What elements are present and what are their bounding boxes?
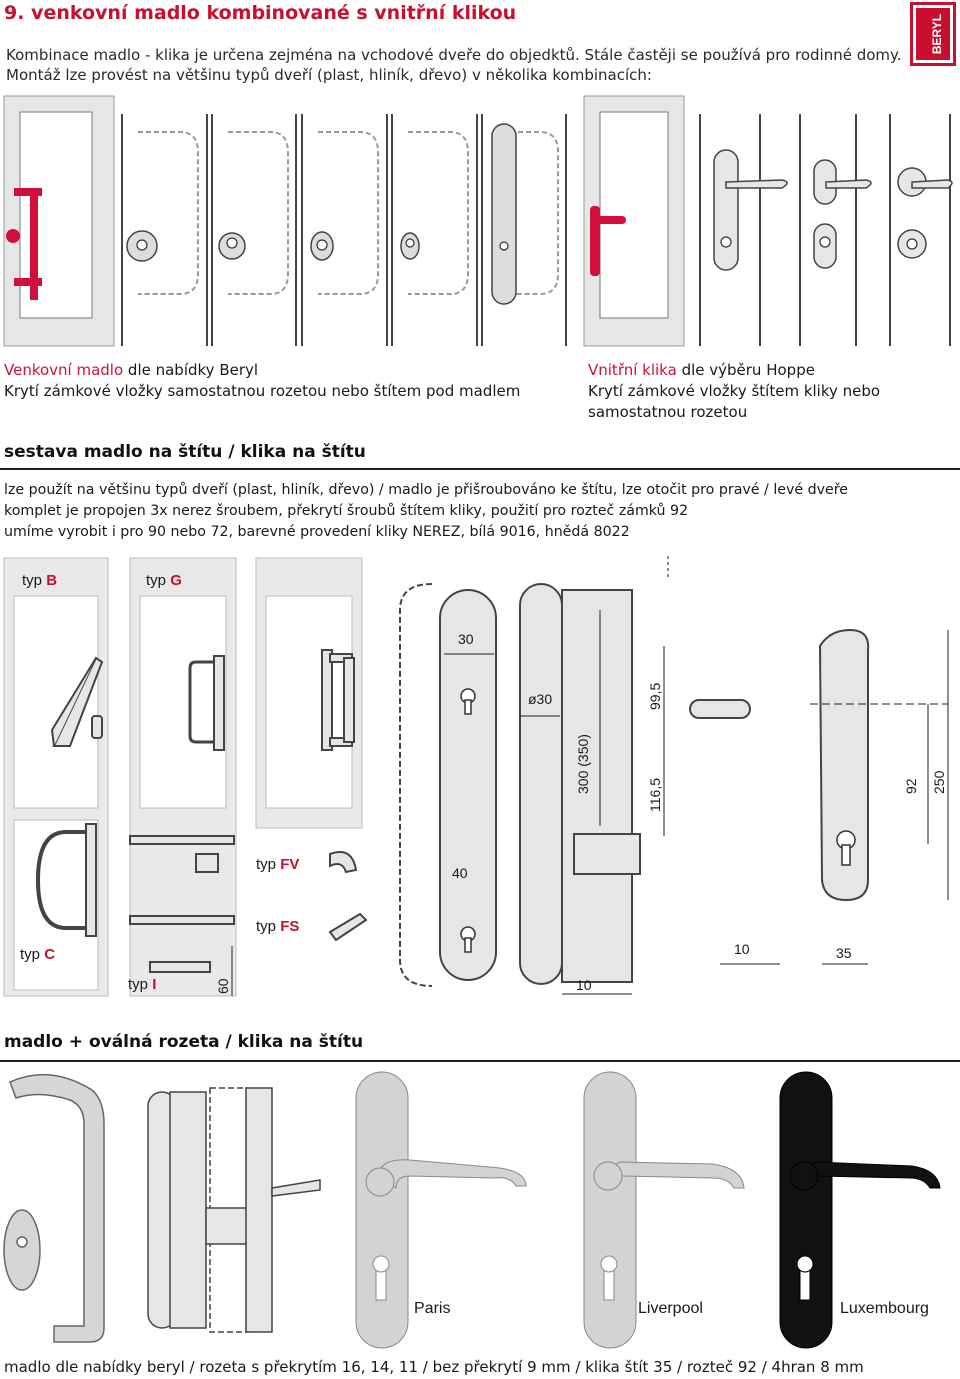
interior-caption-line2: Krytí zámkové vložky štítem kliky nebo (588, 382, 881, 400)
dim-300: 300 (350) (575, 734, 591, 794)
type-i-handle (321, 649, 355, 751)
pull-handle (3, 1073, 105, 1343)
beryl-logo: BERYL (910, 2, 956, 66)
dim-35: 35 (836, 945, 852, 961)
products-illustration (3, 1071, 941, 1349)
interior-caption-line3: samostatnou rozetou (588, 403, 748, 421)
dim-40: 40 (452, 865, 468, 881)
section-2-divider (0, 1060, 960, 1062)
dim-10-a: 10 (734, 941, 750, 957)
section-1-title: sestava madlo na štítu / klika na štítu (4, 442, 366, 462)
dim-60: 60 (215, 978, 231, 994)
svg-text:BERYL: BERYL (930, 14, 944, 54)
dim-10-b: 10 (576, 977, 592, 993)
type-c-handle (35, 823, 97, 937)
label-type-b: typ B (22, 572, 58, 589)
section-1-divider (0, 468, 960, 470)
product-name-paris: Paris (414, 1300, 451, 1317)
intro-line-2: Montáž lze provést na většinu typů dveří… (6, 66, 652, 84)
dim-92: 92 (903, 778, 919, 794)
interior-door (583, 95, 685, 347)
interior-handle-red (590, 206, 626, 276)
dim-250: 250 (931, 770, 947, 794)
handle-front-view (399, 583, 870, 987)
footer-spec: madlo dle nabídky beryl / rozeta s překr… (4, 1358, 864, 1376)
product-paris-handle (355, 1071, 527, 1349)
label-type-fs: typ FS (256, 918, 300, 935)
label-type-g: typ G (146, 572, 182, 589)
dim-dia30: ø30 (528, 691, 552, 707)
dim-30: 30 (458, 631, 474, 647)
type-g-handle (188, 655, 225, 751)
handle-variants (121, 114, 567, 346)
label-type-fv: typ FV (256, 856, 300, 873)
intro-line-1: Kombinace madlo - klika je určena zejmén… (6, 46, 902, 64)
page-title: 9. venkovní madlo kombinované s vnitřní … (4, 2, 517, 24)
assembly-side-view (147, 1087, 321, 1333)
section-2-title: madlo + oválná rozeta / klika na štítu (4, 1032, 364, 1052)
section-1-line-2: komplet je propojen 3x nerez šroubem, př… (4, 503, 689, 519)
section-1-line-3: umíme vyrobit i pro 90 nebo 72, barevné … (4, 524, 630, 540)
interior-caption: Vnitřní klika dle výběru Hoppe Krytí zám… (588, 360, 880, 423)
interior-caption-red: Vnitřní klika (588, 361, 677, 379)
product-liverpool-handle (583, 1071, 745, 1349)
product-luxembourg-handle (779, 1071, 941, 1349)
interior-variants (699, 114, 953, 346)
product-name-luxembourg: Luxembourg (840, 1300, 929, 1317)
exterior-caption-rest: dle nabídky Beryl (123, 361, 259, 379)
type-b-handle (50, 656, 104, 747)
label-type-c: typ C (20, 946, 56, 963)
product-name-liverpool: Liverpool (638, 1300, 703, 1317)
combination-illustration (3, 95, 953, 347)
exterior-caption-red: Venkovní madlo (4, 361, 124, 379)
exterior-caption-line2: Krytí zámkové vložky samostatnou rozetou… (4, 382, 521, 400)
exterior-handle-red (6, 188, 42, 300)
section-1-line-1: lze použít na většinu typů dveří (plast,… (4, 482, 849, 498)
handle-types-drawing: 30 40 ø30 300 (350) 99,5 116,5 92 250 10… (3, 556, 949, 997)
interior-caption-rest: dle výběru Hoppe (676, 361, 815, 379)
dim-116: 116,5 (647, 778, 663, 812)
dim-99: 99,5 (647, 683, 663, 710)
exterior-caption: Venkovní madlo dle nabídky Beryl Krytí z… (4, 360, 520, 402)
label-type-i: typ I (128, 976, 157, 993)
exterior-door (3, 95, 115, 347)
